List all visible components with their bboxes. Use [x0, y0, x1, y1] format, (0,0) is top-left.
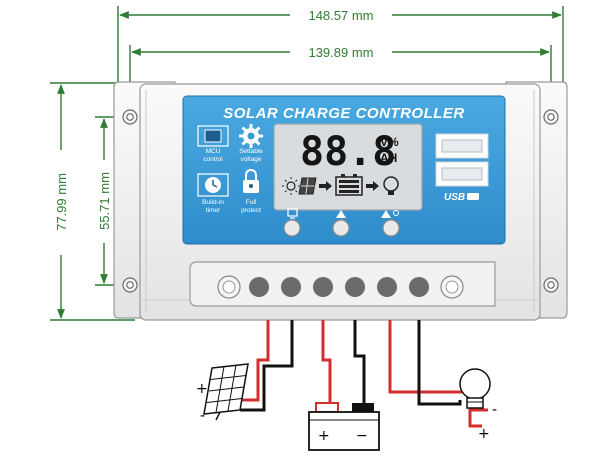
- lcd-unit-bottom: AH: [380, 151, 397, 165]
- terminal-screw: [281, 277, 301, 297]
- load-minus-label: -: [492, 402, 497, 418]
- terminal-screw: [377, 277, 397, 297]
- menu-button[interactable]: [283, 219, 301, 237]
- panel-title: SOLAR CHARGE CONTROLLER: [223, 105, 465, 122]
- clock-icon: [205, 177, 221, 193]
- battery-minus-label: −: [356, 428, 368, 444]
- lock-icon: [243, 168, 259, 193]
- lcd-readout: 88.8: [300, 129, 396, 175]
- feature-full-protect: Full protect: [241, 168, 261, 214]
- lcd-unit-top: V%: [380, 135, 399, 149]
- mounting-hole: [122, 277, 138, 293]
- overall-width-label: 148.57 mm: [308, 8, 373, 23]
- monitor-icon: [287, 208, 298, 219]
- feature-label-line2: voltage: [241, 156, 262, 163]
- dimension-overall-width: 148.57 mm: [117, 6, 564, 100]
- usb-label: USB: [444, 192, 465, 203]
- terminal-strip: [189, 261, 496, 307]
- solar-panel-icon: [203, 363, 249, 421]
- dimension-mounting-width: 139.89 mm: [129, 45, 552, 103]
- lcd-display: 88.8 V% AH: [273, 123, 423, 211]
- solar-panel-plus-label: +: [196, 381, 208, 397]
- light-bulb-icon: [459, 368, 491, 409]
- dimension-overall-height: 77.99 mm: [50, 82, 135, 321]
- battery-icon: + −: [308, 402, 380, 451]
- mounting-holes: [122, 109, 559, 293]
- up-button[interactable]: [332, 219, 350, 237]
- feature-label-line2: control: [203, 156, 223, 163]
- panel-button-row: [283, 208, 400, 237]
- feature-mcu-control: MCU control: [197, 125, 229, 163]
- feature-build-in-timer: Build-in timer: [197, 173, 229, 214]
- feature-label-line2: protect: [241, 207, 261, 214]
- gear-icon: [239, 124, 263, 148]
- feature-label-line2: timer: [206, 207, 221, 214]
- solar-panel-minus-label: -: [200, 408, 205, 424]
- lcd-arrow-icon: [366, 181, 379, 191]
- battery-plus-label: +: [318, 428, 330, 444]
- feature-label-line1: Settable: [239, 148, 263, 155]
- chip-icon: [197, 125, 229, 147]
- overall-height-label: 77.99 mm: [54, 173, 69, 231]
- mounting-hole: [543, 277, 559, 293]
- terminal-screw: [409, 277, 429, 297]
- terminal-screw: [313, 277, 333, 297]
- feature-label-line1: Build-in: [202, 199, 224, 206]
- feature-label-line1: MCU: [206, 148, 221, 155]
- lcd-solar-panel-icon: [298, 177, 317, 195]
- terminal-screw: [249, 277, 269, 297]
- down-button[interactable]: [382, 219, 400, 237]
- battery-wires: [321, 320, 366, 410]
- lcd-arrow-icon: [319, 181, 332, 191]
- terminal-screw: [345, 277, 365, 297]
- mounting-width-label: 139.89 mm: [308, 45, 373, 60]
- load-plus-label: +: [478, 426, 490, 442]
- mounting-hole: [543, 109, 559, 125]
- usb-icon: [467, 193, 479, 200]
- warning-bulb-icon: [381, 210, 399, 218]
- sun-icon: [282, 177, 300, 195]
- feature-settable-voltage: Settable voltage: [239, 124, 263, 163]
- mounting-hole: [122, 109, 138, 125]
- warning-icon: [336, 210, 346, 218]
- mounting-height-label: 55.71 mm: [97, 172, 112, 230]
- lcd-battery-icon: [335, 174, 363, 196]
- lcd-bulb-icon: [383, 176, 399, 195]
- feature-label-line1: Full: [246, 199, 257, 206]
- usb-ports: USB: [435, 133, 489, 203]
